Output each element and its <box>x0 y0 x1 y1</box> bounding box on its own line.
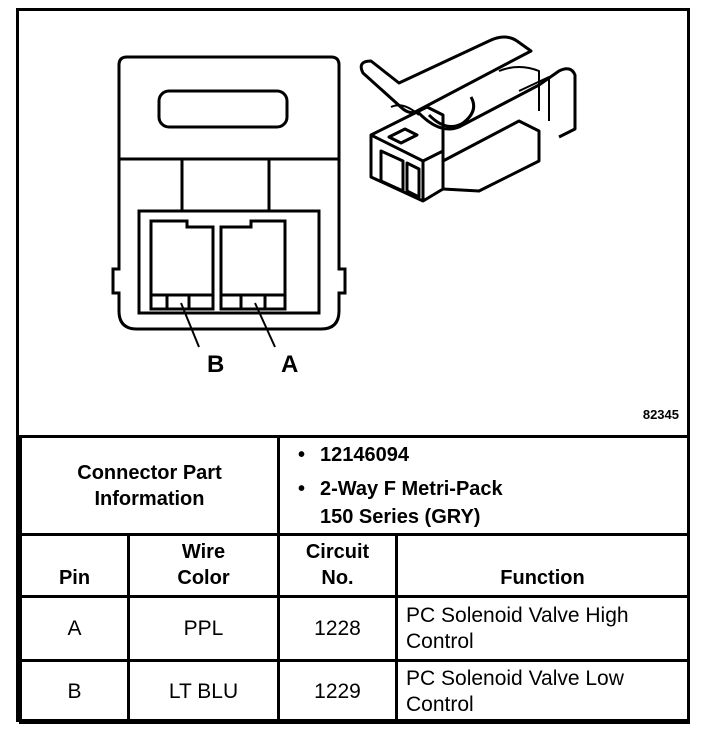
function-header: Function <box>395 533 690 598</box>
connector-part-label-line2: Information <box>94 487 205 510</box>
connector-front-view <box>111 55 347 348</box>
connector-part-details: • 12146094 • 2-Way F Metri-Pack 150 Seri… <box>277 435 690 536</box>
wire-color-header-line2: Color <box>177 567 230 589</box>
connector-type-item: • 2-Way F Metri-Pack <box>298 475 687 503</box>
function-line2: Control <box>406 629 474 653</box>
pin-header: Pin <box>19 533 130 598</box>
wire-color-header: Wire Color <box>127 533 280 598</box>
function-line1: PC Solenoid Valve High <box>406 603 629 627</box>
connector-part-label: Connector Part Information <box>19 435 280 536</box>
wire-color-cell: LT BLU <box>127 659 280 724</box>
function-line2: Control <box>406 692 474 716</box>
pin-cell: B <box>19 659 130 724</box>
connector-type-line1: 2-Way F Metri-Pack <box>320 477 503 500</box>
circuit-cell: 1229 <box>277 659 398 724</box>
pin-a-callout: A <box>281 351 299 378</box>
function-cell: PC Solenoid Valve Low Control <box>395 659 690 724</box>
connector-figure: B A 82345 <box>19 11 687 435</box>
pin-header-text: Pin <box>58 567 91 589</box>
pin-b-callout: B <box>207 351 225 378</box>
connector-type-line2: 150 Series (GRY) <box>320 505 481 528</box>
table-row: B LT BLU 1229 PC Solenoid Valve Low Cont… <box>19 659 690 724</box>
column-header-row: Pin Wire Color Circuit No. Function <box>19 533 690 598</box>
part-number: 12146094 <box>320 443 409 466</box>
bullet-glyph: • <box>298 477 306 500</box>
part-number-item: • 12146094 <box>298 441 687 469</box>
circuit-cell: 1228 <box>277 595 398 662</box>
figure-id: 82345 <box>642 407 679 422</box>
wire-color-header-line1: Wire <box>181 541 226 563</box>
circuit-header-line1: Circuit <box>305 541 370 563</box>
function-header-text: Function <box>500 567 585 589</box>
connector-drawing <box>111 35 577 348</box>
connector-info-table: Connector Part Information • 12146094 • … <box>19 435 690 724</box>
function-cell: PC Solenoid Valve High Control <box>395 595 690 662</box>
connector-iso-view <box>359 35 577 203</box>
connector-part-row: Connector Part Information • 12146094 • … <box>19 435 690 536</box>
bullet-glyph: • <box>298 443 306 466</box>
circuit-header: Circuit No. <box>277 533 398 598</box>
pin-cell: A <box>19 595 130 662</box>
wire-color-cell: PPL <box>127 595 280 662</box>
connector-part-label-line1: Connector Part <box>77 461 222 484</box>
function-line1: PC Solenoid Valve Low <box>406 666 624 690</box>
circuit-header-line2: No. <box>321 567 354 589</box>
connector-diagram-frame: B A 82345 Connector Part Information • 1… <box>16 8 690 724</box>
table-row: A PPL 1228 PC Solenoid Valve High Contro… <box>19 595 690 662</box>
